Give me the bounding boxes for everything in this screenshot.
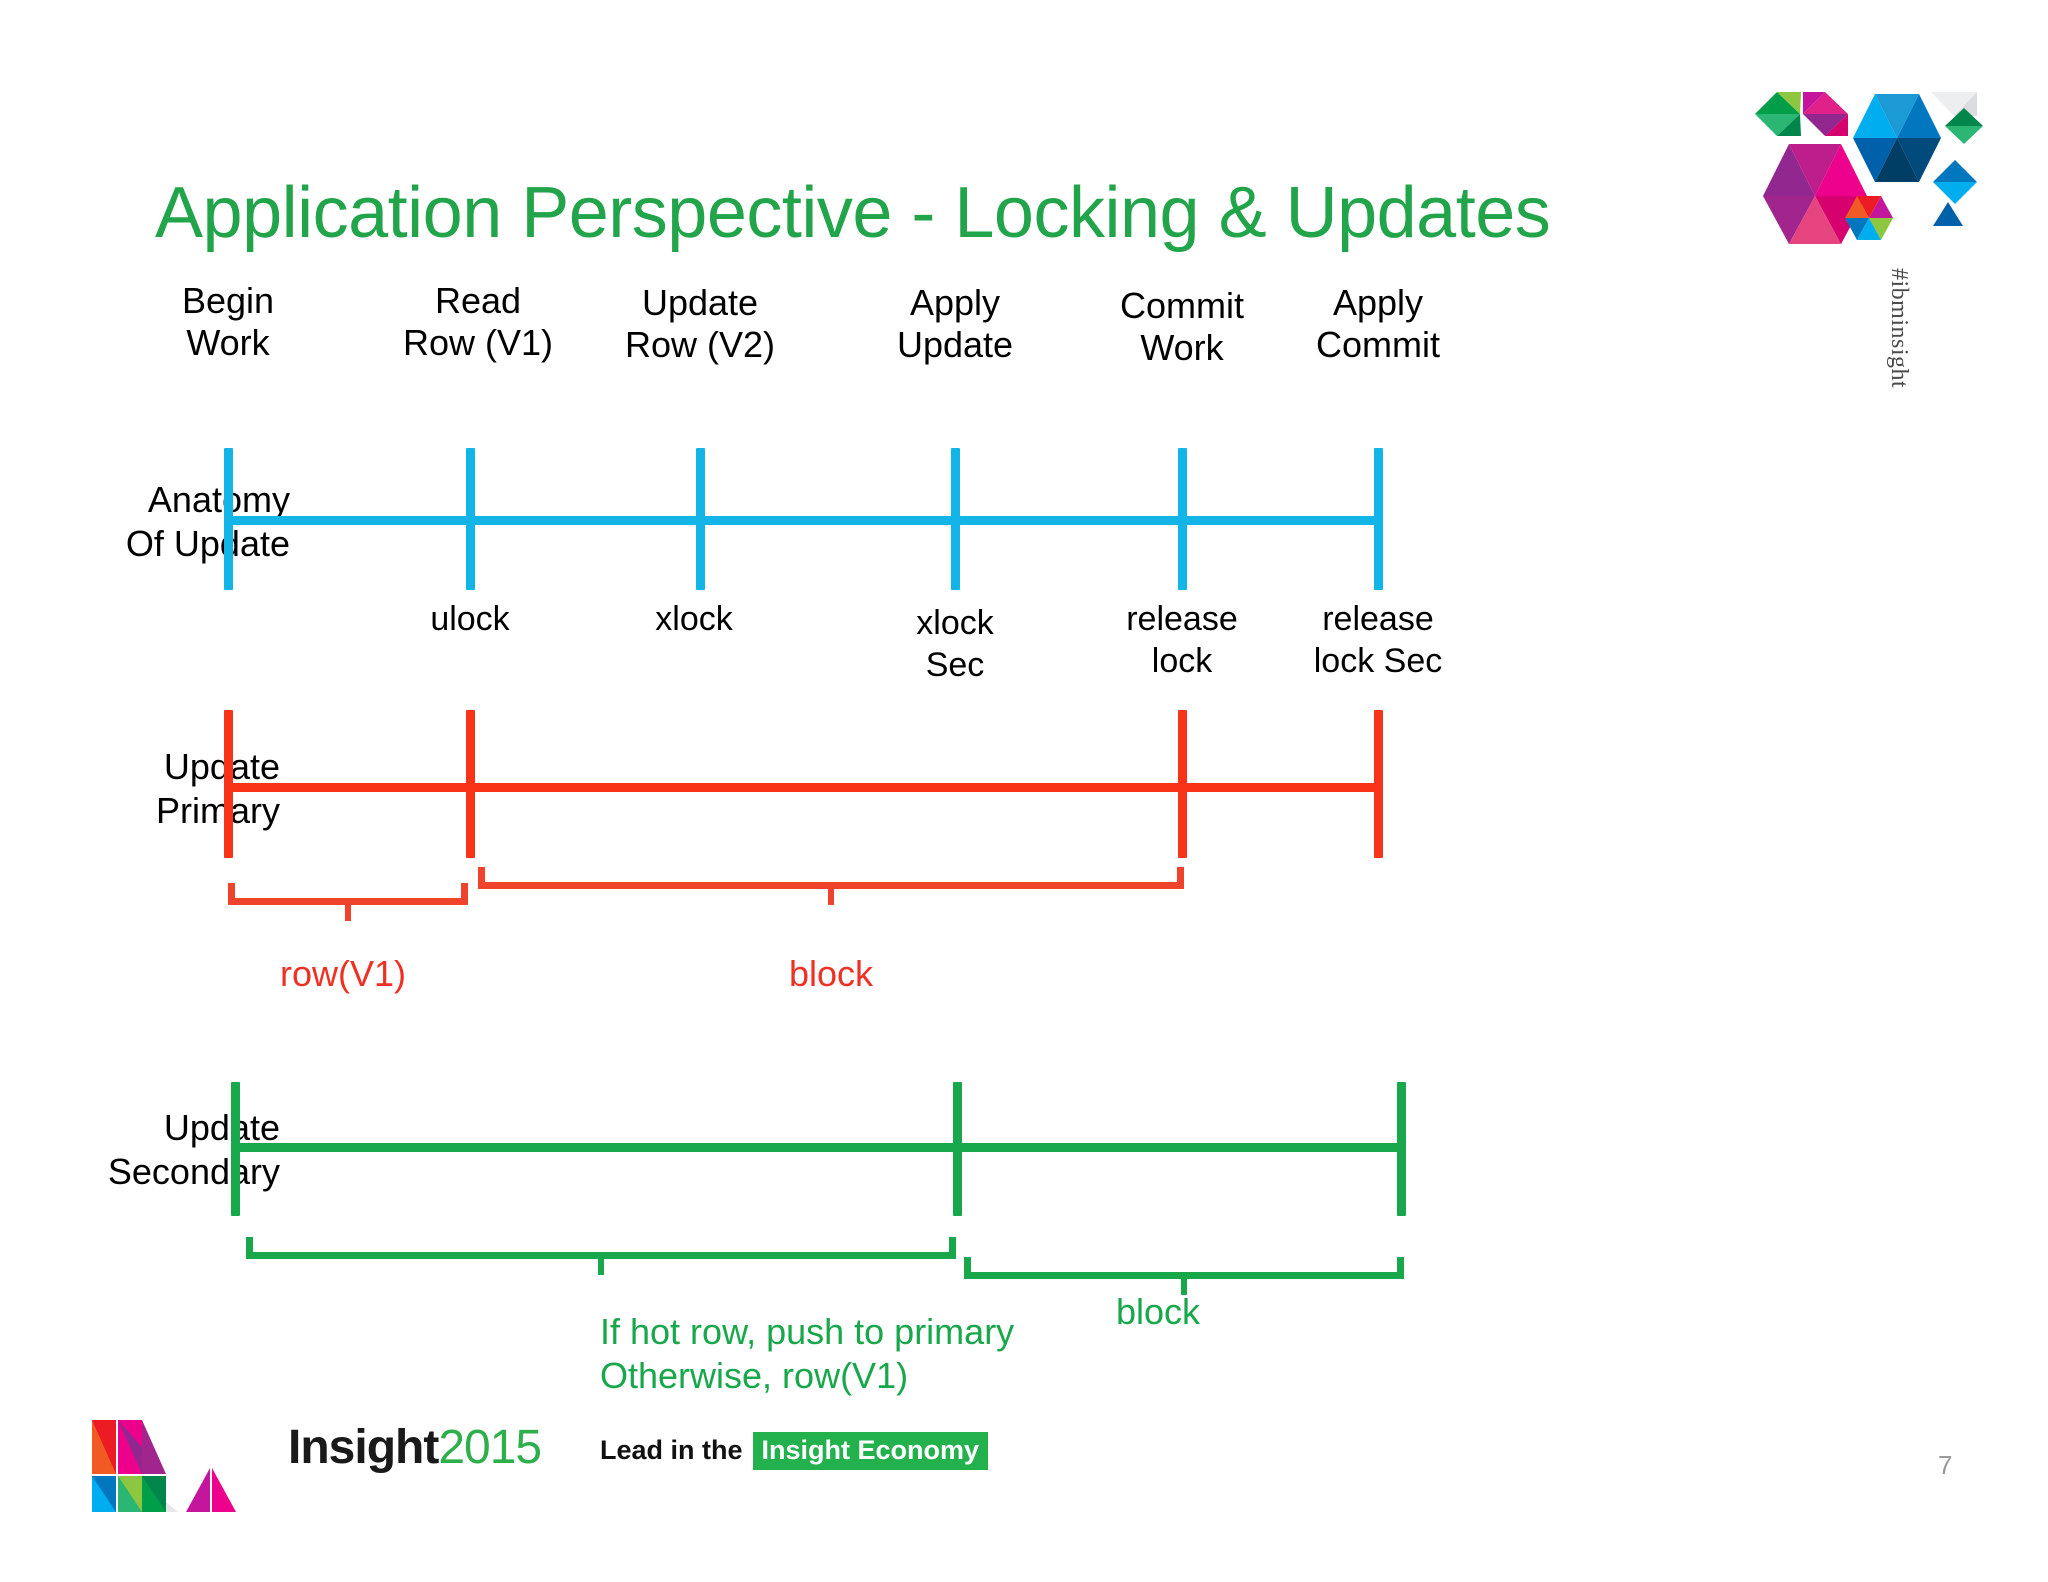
span-bracket-hot-row bbox=[246, 1237, 956, 1275]
insight-footer-logo-icon bbox=[92, 1420, 236, 1512]
event-label-update-row: Update Row (V2) bbox=[624, 282, 776, 365]
lock-label-release-lock-sec: release lock Sec bbox=[1313, 600, 1443, 680]
timeline-line-update-primary bbox=[228, 783, 1383, 792]
lock-label-xlock: xlock bbox=[655, 600, 733, 638]
event-label-begin-work: Begin Work bbox=[181, 280, 275, 363]
timeline-tick-primary-1 bbox=[224, 710, 233, 858]
timeline-tick-anatomy-6 bbox=[1374, 448, 1383, 590]
timeline-tick-primary-2 bbox=[466, 710, 475, 858]
bracket-cap-left-icon bbox=[246, 1237, 253, 1259]
span-label-hot-row: If hot row, push to primary Otherwise, r… bbox=[600, 1311, 1015, 1396]
hashtag-label: #ibminsight bbox=[1886, 268, 1912, 389]
span-label-block-primary: block bbox=[788, 953, 874, 994]
timeline-tick-anatomy-3 bbox=[696, 448, 705, 590]
lock-label-release-lock: release lock bbox=[1126, 600, 1238, 680]
event-label-read-row: Read Row (V1) bbox=[402, 280, 554, 363]
timeline-tick-anatomy-1 bbox=[224, 448, 233, 590]
timeline-line-anatomy bbox=[228, 516, 1383, 525]
bracket-cap-left-icon bbox=[228, 883, 235, 905]
span-label-row-v1: row(V1) bbox=[279, 953, 407, 994]
tagline-highlight: Insight Economy bbox=[752, 1432, 989, 1470]
track-label-update-secondary: Update Secondary bbox=[107, 1107, 280, 1192]
span-bracket-block-secondary bbox=[964, 1257, 1404, 1295]
tagline-prefix: Lead in the bbox=[600, 1435, 743, 1465]
bracket-mid-tick-icon bbox=[1181, 1277, 1187, 1295]
bracket-cap-right-icon bbox=[461, 883, 468, 905]
bracket-mid-tick-icon bbox=[828, 887, 834, 905]
bracket-cap-right-icon bbox=[1177, 867, 1184, 889]
bracket-mid-tick-icon bbox=[345, 903, 351, 921]
bracket-cap-right-icon bbox=[1397, 1257, 1404, 1279]
event-label-apply-update: Apply Update bbox=[896, 282, 1014, 365]
track-label-update-primary: Update Primary bbox=[156, 746, 280, 831]
timeline-tick-anatomy-5 bbox=[1178, 448, 1187, 590]
span-bracket-row-v1 bbox=[228, 883, 468, 921]
timeline-tick-secondary-2 bbox=[953, 1082, 962, 1216]
timeline-tick-primary-3 bbox=[1178, 710, 1187, 858]
bracket-cap-left-icon bbox=[964, 1257, 971, 1279]
insight-wordmark-name: Insight bbox=[288, 1421, 439, 1474]
page-title: Application Perspective - Locking & Upda… bbox=[155, 173, 1551, 253]
timeline-tick-anatomy-2 bbox=[466, 448, 475, 590]
ibm-insight-logo-icon bbox=[1755, 92, 1983, 244]
lock-label-ulock: ulock bbox=[430, 600, 510, 638]
timeline-tick-secondary-1 bbox=[231, 1082, 240, 1216]
timeline-tick-primary-4 bbox=[1374, 710, 1383, 858]
page-number: 7 bbox=[1938, 1450, 1953, 1480]
lock-label-xlock-sec: xlock Sec bbox=[916, 604, 994, 684]
bracket-cap-right-icon bbox=[949, 1237, 956, 1259]
event-label-apply-commit: Apply Commit bbox=[1316, 282, 1440, 365]
span-bracket-block-primary bbox=[478, 867, 1184, 905]
insight-wordmark: Insight2015 bbox=[288, 1420, 542, 1475]
timeline-tick-anatomy-4 bbox=[951, 448, 960, 590]
event-label-commit-work: Commit Work bbox=[1120, 285, 1244, 368]
bracket-cap-left-icon bbox=[478, 867, 485, 889]
footer-tagline: Lead in the Insight Economy bbox=[600, 1432, 989, 1470]
timeline-tick-secondary-3 bbox=[1397, 1082, 1406, 1216]
insight-wordmark-year: 2015 bbox=[438, 1421, 542, 1474]
timeline-line-update-secondary bbox=[234, 1143, 1404, 1152]
bracket-mid-tick-icon bbox=[598, 1257, 604, 1275]
span-label-block-secondary: block bbox=[1115, 1291, 1201, 1332]
